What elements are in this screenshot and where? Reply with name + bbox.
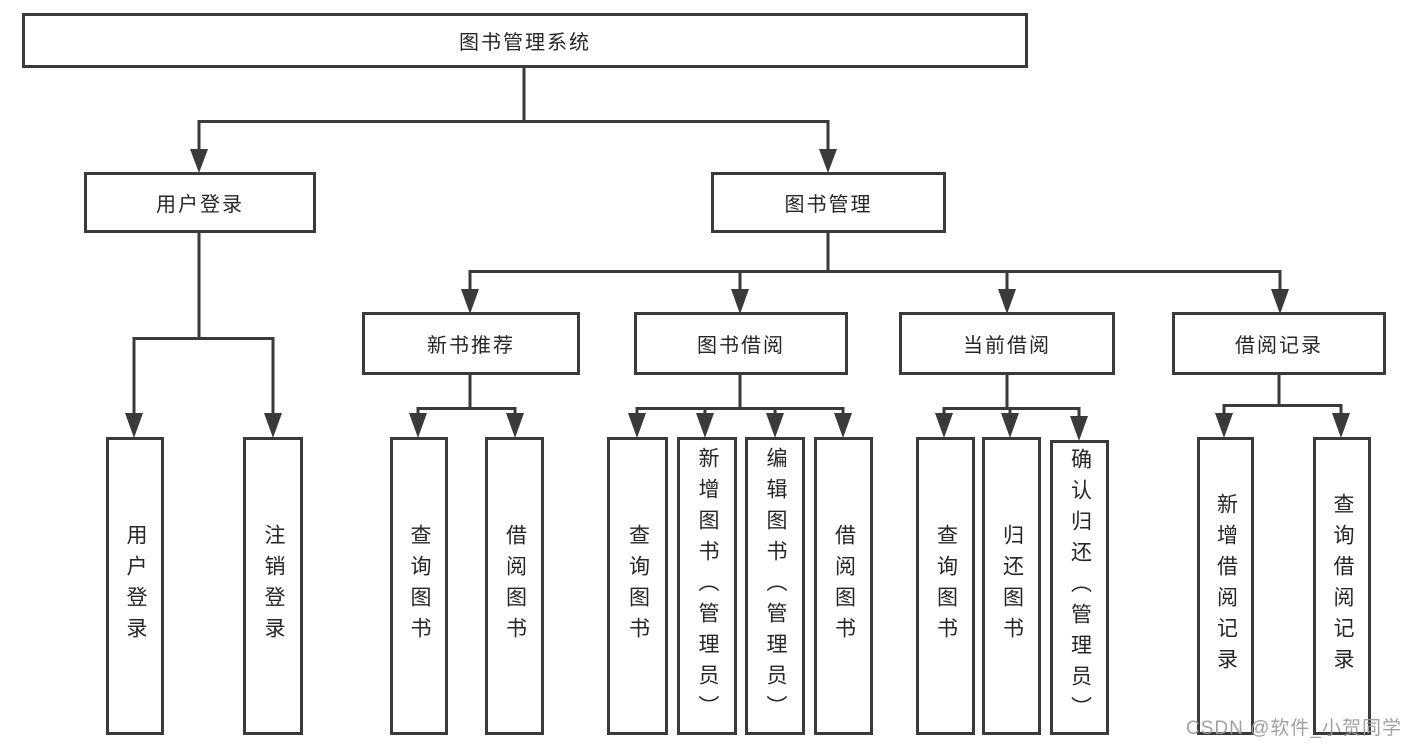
node-leaf-add-books-admin-label: 新增图书（管理员） [696, 446, 720, 726]
csdn-watermark: CSDN @软件_小贺同学 [1186, 718, 1402, 739]
node-user-login: 用户登录 [84, 172, 316, 233]
arrowheads [125, 149, 1350, 441]
node-leaf-add-borrow-record-label: 新增借阅记录 [1214, 493, 1238, 679]
node-book-management: 图书管理 [711, 172, 946, 233]
node-leaf-add-borrow-record: 新增借阅记录 [1197, 437, 1254, 735]
connector-book-borrowing-to-children [635, 375, 845, 417]
node-borrowing-records-label: 借阅记录 [1235, 335, 1323, 357]
node-leaf-confirm-return-admin-label: 确认归还（管理员） [1068, 448, 1092, 727]
node-leaf-edit-books-admin: 编辑图书（管理员） [745, 437, 805, 735]
connector-borrowing-records-to-children [1222, 375, 1343, 415]
arrowhead-down [125, 149, 1350, 441]
node-leaf-recommend-borrow-books-label: 借阅图书 [503, 524, 527, 648]
node-leaf-borrowing-borrow-books: 借阅图书 [814, 437, 873, 735]
node-current-borrowing: 当前借阅 [899, 312, 1115, 375]
node-leaf-borrowing-borrow-books-label: 借阅图书 [832, 524, 856, 648]
node-current-borrowing-label: 当前借阅 [963, 335, 1051, 357]
node-root-label: 图书管理系统 [459, 32, 591, 54]
node-root: 图书管理系统 [22, 13, 1028, 68]
node-leaf-logout-label: 注销登录 [262, 524, 286, 648]
connector-new-book-recommend-to-children [416, 375, 517, 417]
node-borrowing-records: 借阅记录 [1172, 312, 1386, 375]
connector-root-to-level2 [197, 68, 830, 152]
node-book-management-label: 图书管理 [784, 194, 873, 216]
connector-user-login-to-children [132, 233, 275, 416]
node-leaf-user-login-label: 用户登录 [124, 524, 148, 648]
node-book-borrowing-label: 图书借阅 [697, 335, 785, 357]
node-leaf-confirm-return-admin: 确认归还（管理员） [1050, 440, 1109, 735]
node-leaf-query-borrow-record: 查询借阅记录 [1313, 437, 1371, 735]
node-leaf-edit-books-admin-label: 编辑图书（管理员） [764, 446, 788, 726]
node-leaf-borrowing-query-books: 查询图书 [607, 437, 668, 735]
node-leaf-recommend-borrow-books: 借阅图书 [485, 437, 544, 735]
node-user-login-label: 用户登录 [156, 194, 244, 216]
node-new-book-recommend-label: 新书推荐 [427, 335, 515, 357]
node-new-book-recommend: 新书推荐 [362, 312, 580, 375]
connector-book-management-to-level3 [468, 233, 1282, 293]
node-leaf-recommend-query-books: 查询图书 [390, 437, 448, 735]
node-leaf-return-books: 归还图书 [982, 437, 1041, 735]
node-leaf-return-books-label: 归还图书 [1000, 524, 1024, 648]
node-leaf-query-borrow-record-label: 查询借阅记录 [1331, 493, 1355, 679]
node-leaf-current-query-books-label: 查询图书 [934, 524, 958, 648]
node-leaf-borrowing-query-books-label: 查询图书 [626, 524, 650, 648]
node-leaf-current-query-books: 查询图书 [916, 437, 975, 735]
node-leaf-add-books-admin: 新增图书（管理员） [677, 437, 737, 735]
node-leaf-user-login: 用户登录 [106, 437, 164, 735]
node-leaf-logout: 注销登录 [243, 437, 303, 735]
node-leaf-recommend-query-books-label: 查询图书 [408, 524, 432, 648]
node-book-borrowing: 图书借阅 [634, 312, 848, 375]
